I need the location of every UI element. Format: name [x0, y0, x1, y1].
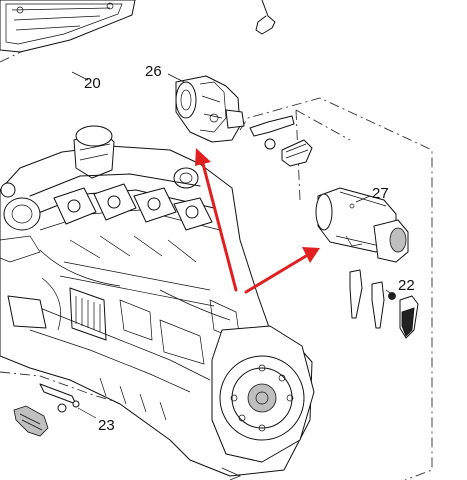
arrow-to-pump-26-head — [195, 148, 211, 166]
callout-22: 22 — [398, 277, 415, 294]
pump-assembly-part-26 — [175, 75, 245, 143]
arrow-to-starter-27-head — [302, 247, 320, 263]
callout-23: 23 — [98, 417, 115, 434]
leader-lines — [71, 71, 395, 419]
callout-26: 26 — [145, 63, 162, 80]
red-arrows — [195, 148, 320, 294]
fitting-and-hose — [249, 115, 313, 167]
cable-connectors-part-22 — [349, 269, 419, 339]
bracket-part-23 — [13, 383, 80, 437]
callout-20: 20 — [84, 75, 101, 92]
valve-cover-part — [0, 0, 136, 53]
arrow-to-pump-26 — [200, 158, 238, 292]
engine-block — [0, 125, 315, 480]
starter-motor-part-27 — [315, 187, 409, 263]
arrow-to-starter-27 — [244, 254, 308, 294]
lifting-hook — [255, 0, 276, 35]
callout-27: 27 — [372, 185, 389, 202]
